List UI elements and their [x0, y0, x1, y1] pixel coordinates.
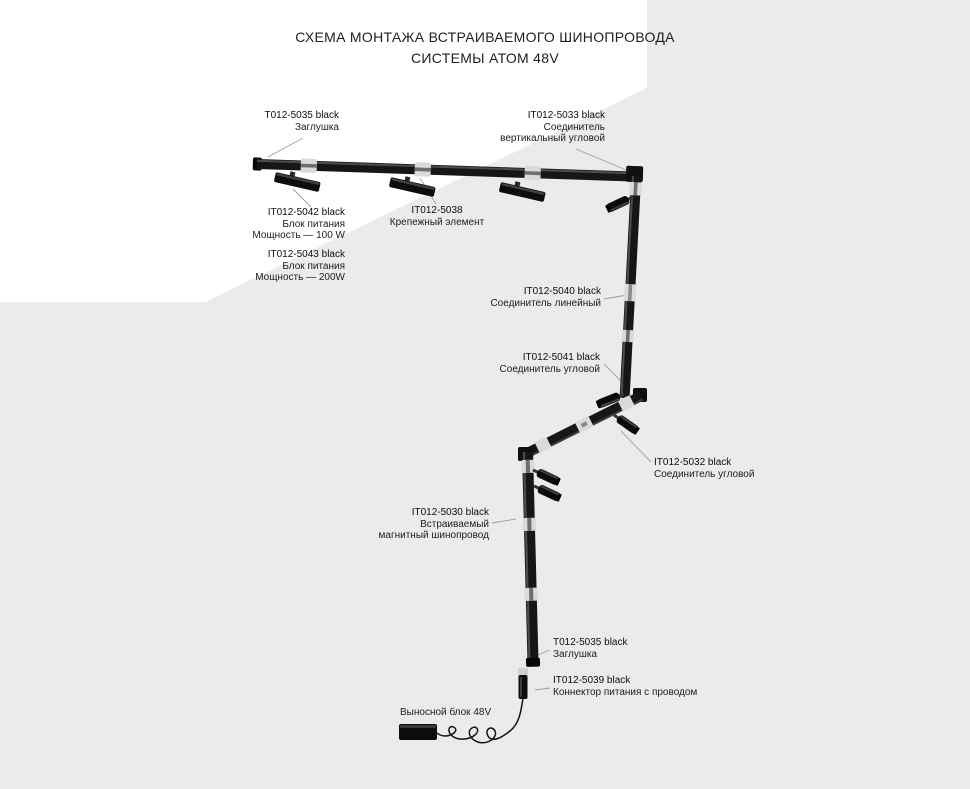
part-code: T012-5035 black	[264, 110, 340, 121]
part-desc-line: Соединитель угловой	[654, 468, 755, 480]
mounting-clip	[524, 587, 538, 601]
label-recessed-track: IT012-5030 black Встраиваемый магнитный …	[379, 507, 489, 542]
track-vertical-upper	[619, 176, 642, 399]
spotlight	[595, 392, 625, 409]
part-code: IT012-5033 black	[527, 110, 605, 121]
mounting-clip	[618, 395, 635, 412]
leader-track	[491, 518, 517, 524]
track-vertical-lower	[521, 451, 541, 667]
mounting-clip	[524, 165, 541, 181]
title-line-1: СХЕМА МОНТАЖА ВСТРАИВАЕМОГО ШИНОПРОВОДА	[295, 29, 675, 45]
power-cable	[436, 697, 524, 744]
linear-connector	[623, 283, 637, 302]
part-desc-line: Блок питания	[282, 260, 345, 272]
part-desc-line: Заглушка	[294, 121, 339, 133]
mounting-clip	[629, 182, 642, 196]
leader-endcap-top	[267, 137, 304, 158]
leader-corner-lower	[620, 430, 652, 463]
part-code: T012-5035 black	[553, 637, 628, 648]
title-line-2: СИСТЕМЫ АТОМ 48V	[411, 50, 559, 66]
part-desc-line: Мощность — 100 W	[252, 230, 345, 242]
part-desc-line: Соединитель линейный	[490, 297, 601, 309]
mounting-clip	[535, 437, 552, 453]
label-vertical-corner-connector: IT012-5033 black Соединитель вертикальны…	[500, 110, 605, 145]
leader-linear-connector	[603, 294, 628, 300]
spotlight	[532, 468, 561, 486]
leader-power-connector	[534, 687, 551, 691]
track-diagonal	[526, 391, 644, 457]
spotlight	[605, 195, 634, 213]
part-desc-line: Блок питания	[282, 218, 345, 230]
page-title: СХЕМА МОНТАЖА ВСТРАИВАЕМОГО ШИНОПРОВОДА …	[0, 27, 970, 69]
external-psu-block	[399, 724, 437, 740]
label-endcap-top: T012-5035 black Заглушка	[265, 110, 340, 133]
part-desc-line: Крепежный элемент	[389, 216, 485, 228]
mounting-clip	[521, 459, 535, 473]
track-horizontal	[252, 157, 633, 182]
part-code: IT012-5038	[411, 205, 463, 216]
wall-highlight-polygon	[0, 0, 647, 302]
label-linear-connector: IT012-5040 black Соединитель линейный	[490, 286, 601, 309]
leader-psu-100w	[292, 188, 312, 208]
part-code: IT012-5032 black	[654, 457, 732, 468]
label-corner-connector-lower: IT012-5032 black Соединитель угловой	[654, 457, 754, 480]
psu-module	[274, 171, 321, 192]
label-corner-connector-upper: IT012-5041 black Соединитель угловой	[500, 352, 600, 375]
part-code: IT012-5039 black	[553, 675, 631, 686]
label-mounting-element: IT012-5038 Крепежный элемент	[390, 205, 484, 228]
label-external-psu: Выносной блок 48V	[400, 707, 491, 719]
part-desc-line: Встраиваемый	[420, 518, 489, 530]
part-desc-line: магнитный шинопровод	[378, 530, 489, 542]
mounting-clip	[414, 162, 431, 177]
power-feed-connector	[518, 668, 528, 699]
part-code: IT012-5042 black	[267, 207, 345, 218]
part-desc-line: Заглушка	[553, 648, 598, 660]
part-code: IT012-5041 black	[522, 352, 600, 363]
spotlight	[533, 484, 562, 502]
label-endcap-bottom: T012-5035 black Заглушка	[553, 637, 628, 660]
part-desc-line: вертикальный угловой	[500, 133, 605, 145]
spotlight	[613, 413, 640, 435]
mounting-clip	[522, 517, 537, 531]
part-code: IT012-5030 black	[411, 507, 489, 518]
psu-module	[499, 181, 546, 202]
linear-connector	[575, 416, 594, 433]
part-desc-line: Соединитель угловой	[499, 363, 600, 375]
part-desc-line: Коннектор питания с проводом	[553, 686, 698, 698]
label-power-connector: IT012-5039 black Коннектор питания с про…	[553, 675, 697, 698]
mounting-clip	[300, 158, 317, 173]
endcap-bottom	[525, 657, 541, 667]
psu-module	[389, 176, 436, 197]
part-desc-line: Соединитель	[543, 121, 605, 133]
part-code: IT012-5040 black	[523, 286, 601, 297]
label-psu-100w: IT012-5042 black Блок питания Мощность —…	[252, 207, 345, 242]
label-psu-200w: IT012-5043 black Блок питания Мощность —…	[255, 249, 345, 284]
leader-vertical-corner	[575, 148, 627, 171]
mounting-clip	[621, 329, 635, 343]
external-psu-label: Выносной блок 48V	[400, 707, 492, 718]
part-desc-line: Мощность — 200W	[255, 272, 345, 284]
part-code: IT012-5043 black	[267, 249, 345, 260]
